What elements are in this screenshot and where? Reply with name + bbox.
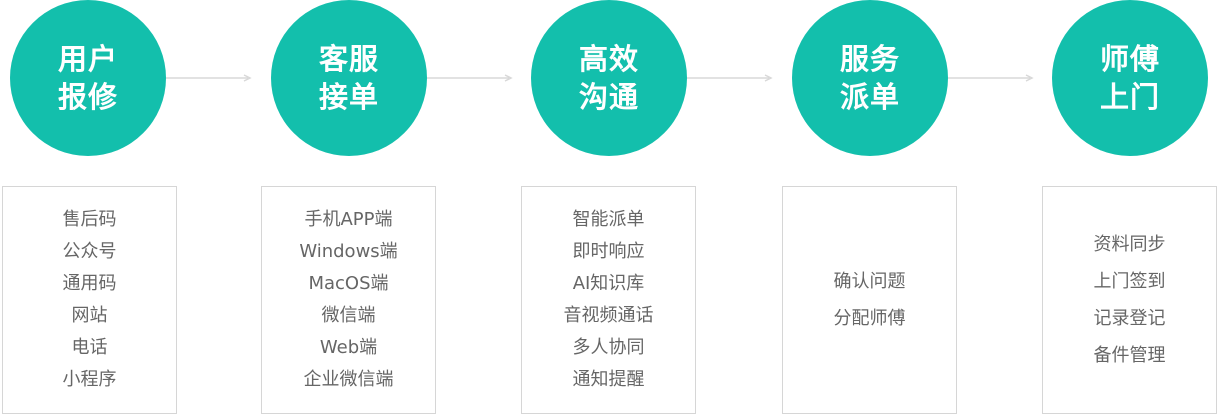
stage-circle: 客服 接单 xyxy=(271,0,427,156)
card-item: 公众号 xyxy=(62,241,117,262)
stage-circle: 高效 沟通 xyxy=(531,0,687,156)
card-item: 智能派单 xyxy=(572,209,645,230)
card-item: MacOS端 xyxy=(308,273,389,294)
card-item: 售后码 xyxy=(62,209,117,230)
stage-card: 智能派单 即时响应 AI知识库 音视频通话 多人协同 通知提醒 xyxy=(521,186,696,414)
arrow-right-icon xyxy=(166,74,252,82)
card-item: 上门签到 xyxy=(1093,271,1166,292)
card-item: 音视频通话 xyxy=(563,305,654,326)
card-item: 微信端 xyxy=(321,305,376,326)
stage-title-line1: 客服 xyxy=(318,42,379,76)
card-item: 多人协同 xyxy=(572,337,645,358)
card-item: 网站 xyxy=(71,305,108,326)
stage-circle: 用户 报修 xyxy=(10,0,166,156)
card-item: 确认问题 xyxy=(833,271,906,292)
flow-arrow xyxy=(166,74,252,82)
stage-title-line1: 高效 xyxy=(578,42,639,76)
stage-title-line1: 师傅 xyxy=(1099,42,1160,76)
card-item: 资料同步 xyxy=(1093,234,1166,255)
stage-card: 资料同步 上门签到 记录登记 备件管理 xyxy=(1042,186,1217,414)
stage-user-report: 用户 报修 售后码 公众号 通用码 网站 电话 小程序 xyxy=(2,0,177,418)
card-item: 电话 xyxy=(71,337,108,358)
stage-service-accept: 客服 接单 手机APP端 Windows端 MacOS端 微信端 Web端 企业… xyxy=(261,0,436,418)
stage-card: 手机APP端 Windows端 MacOS端 微信端 Web端 企业微信端 xyxy=(261,186,436,414)
stage-card: 确认问题 分配师傅 xyxy=(782,186,957,414)
card-item: 小程序 xyxy=(62,369,117,390)
stage-onsite-service: 师傅 上门 资料同步 上门签到 记录登记 备件管理 xyxy=(1042,0,1217,418)
stage-title-line1: 服务 xyxy=(839,42,900,76)
card-item: 通用码 xyxy=(62,273,117,294)
card-item: Windows端 xyxy=(299,241,398,262)
arrow-right-icon xyxy=(687,74,773,82)
card-item: 记录登记 xyxy=(1093,308,1166,329)
arrow-right-icon xyxy=(948,74,1034,82)
flow-arrow xyxy=(427,74,513,82)
arrow-right-icon xyxy=(427,74,513,82)
stage-efficient-communication: 高效 沟通 智能派单 即时响应 AI知识库 音视频通话 多人协同 通知提醒 xyxy=(521,0,696,418)
stage-circle: 服务 派单 xyxy=(792,0,948,156)
card-item: 备件管理 xyxy=(1093,345,1166,366)
card-item: 分配师傅 xyxy=(833,308,906,329)
card-item: 即时响应 xyxy=(572,241,645,262)
flow-arrow xyxy=(948,74,1034,82)
card-item: 企业微信端 xyxy=(303,369,394,390)
flow-arrow xyxy=(687,74,773,82)
card-item: 手机APP端 xyxy=(304,209,393,230)
card-item: Web端 xyxy=(319,337,378,358)
card-item: AI知识库 xyxy=(572,273,645,294)
stage-dispatch: 服务 派单 确认问题 分配师傅 xyxy=(782,0,957,418)
card-item: 通知提醒 xyxy=(572,369,645,390)
stage-circle: 师傅 上门 xyxy=(1052,0,1208,156)
stage-title-line2: 上门 xyxy=(1099,80,1160,114)
stage-title-line2: 沟通 xyxy=(578,80,639,114)
stage-title-line2: 接单 xyxy=(318,80,379,114)
stage-title-line2: 派单 xyxy=(839,80,900,114)
stage-title-line2: 报修 xyxy=(57,80,118,114)
stage-title-line1: 用户 xyxy=(57,42,118,76)
stage-card: 售后码 公众号 通用码 网站 电话 小程序 xyxy=(2,186,177,414)
